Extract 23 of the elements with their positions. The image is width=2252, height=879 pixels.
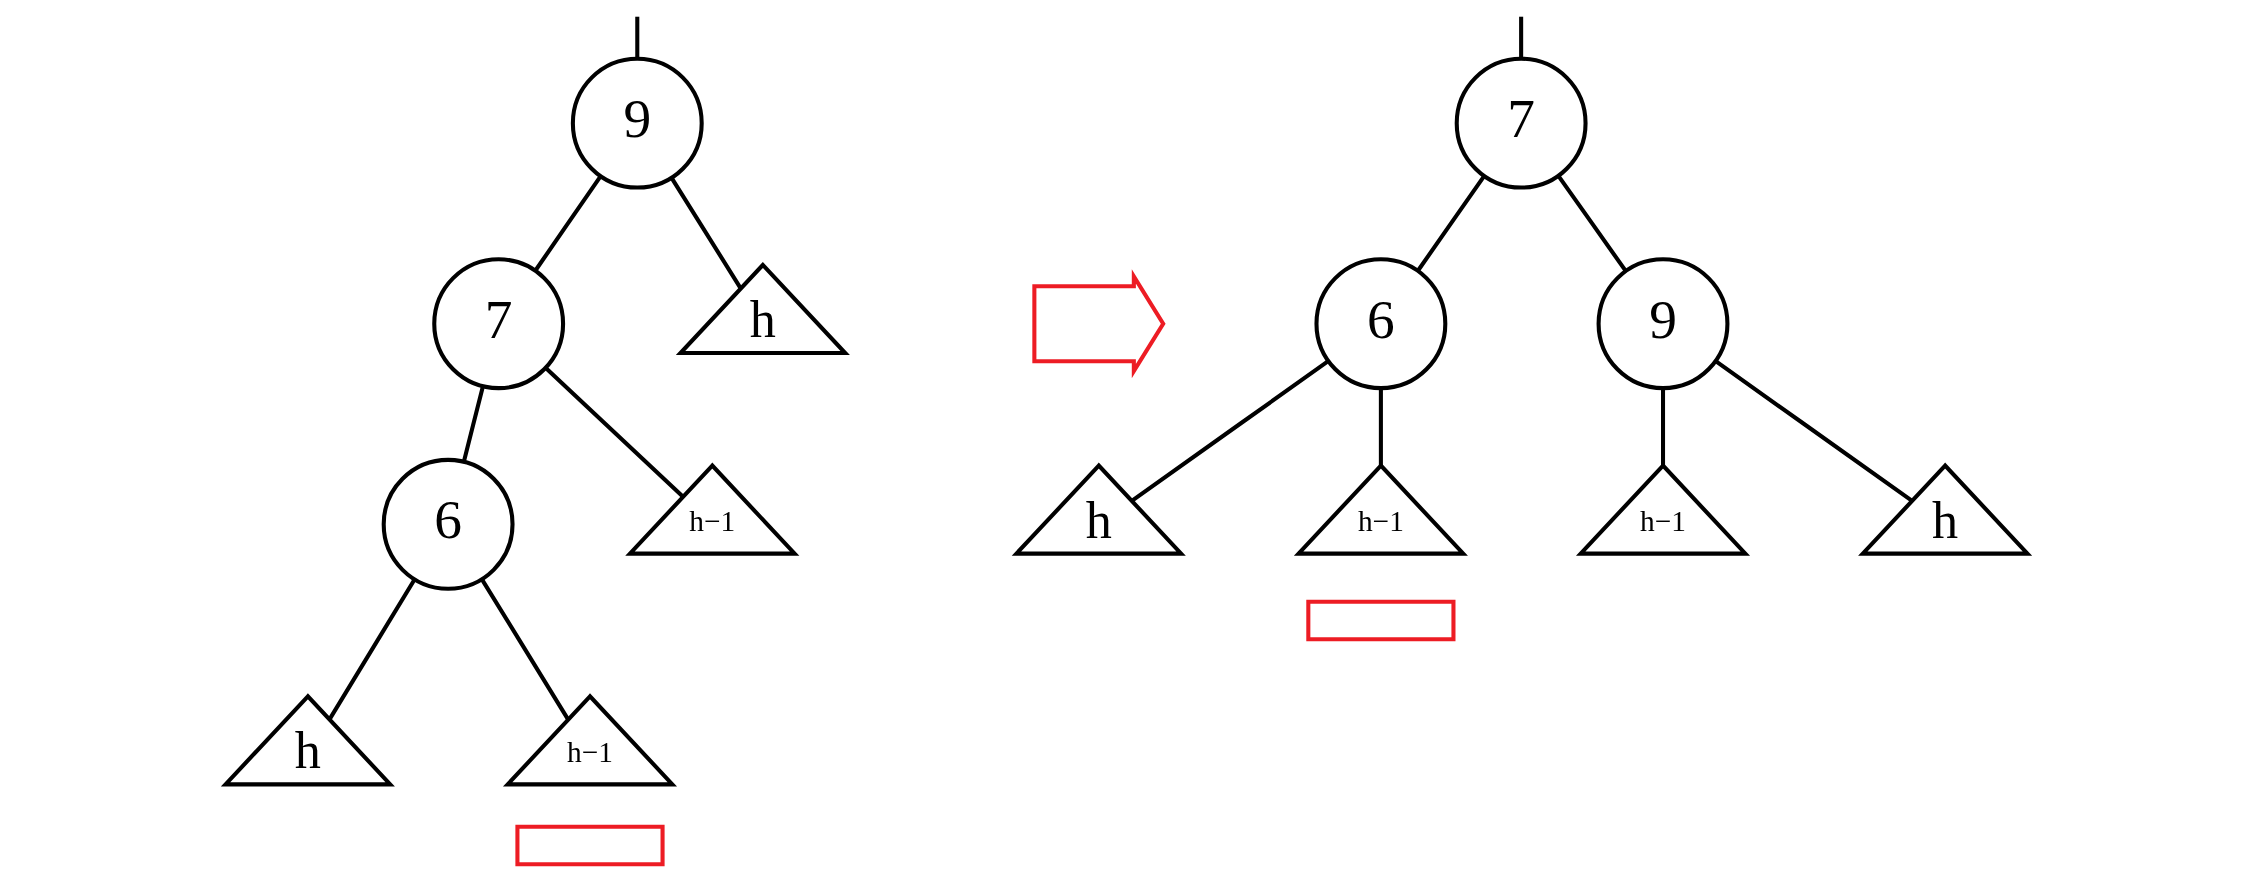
node-arrow <box>1031 269 1166 379</box>
connector <box>1518 16 1523 59</box>
node-circle: 7 <box>431 257 565 391</box>
connector <box>1416 175 1486 272</box>
connector <box>1556 174 1627 272</box>
connector <box>1660 388 1665 466</box>
connector <box>327 578 416 720</box>
node-circle: 9 <box>1596 257 1729 391</box>
node-circle: 6 <box>381 457 515 591</box>
node-circle: 7 <box>1454 56 1588 190</box>
connector <box>479 578 570 721</box>
node-circle: 6 <box>1313 257 1447 391</box>
connector <box>1378 388 1383 466</box>
connector <box>461 386 485 463</box>
node-box <box>1305 599 1455 642</box>
node-box <box>514 824 665 867</box>
connector <box>669 176 743 290</box>
node-circle: 9 <box>570 56 704 190</box>
connector <box>1130 359 1329 503</box>
connector <box>544 366 684 499</box>
connector <box>533 175 602 272</box>
connector <box>1714 359 1913 503</box>
connector <box>634 16 639 59</box>
